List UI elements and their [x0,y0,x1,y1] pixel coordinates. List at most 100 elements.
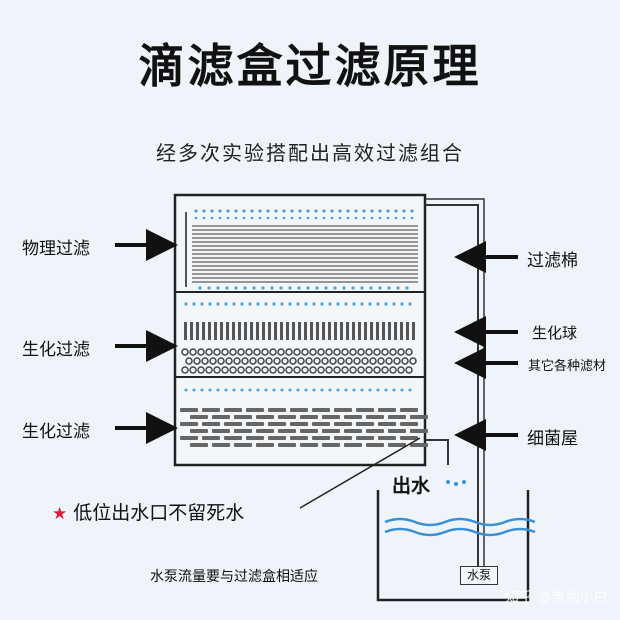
bio-ball [325,366,333,374]
bacteria-brick [268,436,286,440]
bacteria-brick [334,436,352,440]
bacteria-brick [344,443,362,447]
bacteria-brick [388,443,406,447]
bio-ball [201,357,209,365]
drip-dot [242,216,246,220]
drip-dot [338,216,342,220]
drip-dot [304,388,308,392]
bio-ball [197,366,205,374]
drip-dot [272,388,276,392]
bacteria-brick [234,443,252,447]
drip-dot [306,286,310,290]
label-other-media: 其它各种滤材 [528,359,607,374]
bio-ball [373,366,381,374]
label-filter-cotton: 过滤棉 [527,251,578,271]
bacteria-brick [190,415,208,419]
bio-ball [229,348,237,356]
media-rod [280,322,283,340]
drip-dot [314,216,318,220]
drip-dot [306,209,310,213]
drip-dot [344,302,348,306]
drip-dot [408,302,412,306]
media-rod [316,322,319,340]
drip-dot [330,216,334,220]
bio-ball [269,366,277,374]
drip-dot [208,302,212,306]
bacteria-brick [256,415,274,419]
media-rod [196,322,199,340]
bacteria-brick [366,429,384,433]
bacteria-brick [388,429,406,433]
bacteria-brick [246,422,264,426]
bacteria-brick [400,436,418,440]
drip-dot [408,388,412,392]
bio-ball [281,357,289,365]
bio-ball [245,366,253,374]
drip-dot [360,388,364,392]
drip-dot [320,388,324,392]
bacteria-brick [322,429,340,433]
media-rod [334,322,337,340]
drip-dot [362,216,366,220]
bacteria-brick [256,429,274,433]
drip-dot [400,388,404,392]
drip-dot [322,209,326,213]
bio-ball [289,357,297,365]
bio-ball [305,357,313,365]
bio-ball [261,366,269,374]
drip-dot [232,302,236,306]
bio-ball [213,348,221,356]
bio-media-layer [181,302,417,374]
pump-note: 水泵流量要与过滤盒相适应 [150,569,318,585]
bio-ball [361,357,369,365]
drip-dot [354,209,358,213]
bio-ball [401,357,409,365]
media-rod [412,322,415,340]
bacteria-brick [300,443,318,447]
outlet-label: 出水 [392,475,431,497]
media-rod [292,322,295,340]
bio-ball [373,348,381,356]
bacteria-brick [246,436,264,440]
drip-dot [264,388,268,392]
drip-dot [240,302,244,306]
media-rod [394,322,397,340]
drip-dot [402,209,406,213]
bacteria-brick [290,408,308,412]
drip-dot [336,302,340,306]
drip-dot [362,209,366,213]
water-drop [454,482,458,486]
bacteria-brick [268,422,286,426]
drip-dot [270,286,274,290]
media-rod [190,322,193,340]
bio-ball [333,366,341,374]
drip-dot [192,388,196,392]
media-rod [406,322,409,340]
drip-dot [328,302,332,306]
watermark: 知乎 @告别小白 [505,590,608,606]
bio-ball [233,357,241,365]
drip-dot [314,209,318,213]
media-rod [262,322,265,340]
bacteria-brick [334,408,352,412]
drip-dot [202,216,206,220]
bio-ball [405,348,413,356]
drip-dot [216,388,220,392]
return-pipe-inner [425,198,485,570]
bio-ball [221,366,229,374]
drip-dot [282,209,286,213]
bacteria-brick [400,422,418,426]
media-rod [232,322,235,340]
bio-ball [365,348,373,356]
bio-ball [193,357,201,365]
drip-dot [410,209,414,213]
drip-dot [342,286,346,290]
bio-ball [365,366,373,374]
bio-ball [345,357,353,365]
drip-dot [192,302,196,306]
star-icon: ★ [52,504,68,524]
label-bio-ball: 生化球 [532,324,578,342]
drip-dot [218,209,222,213]
bio-ball [341,366,349,374]
media-rod [220,322,223,340]
